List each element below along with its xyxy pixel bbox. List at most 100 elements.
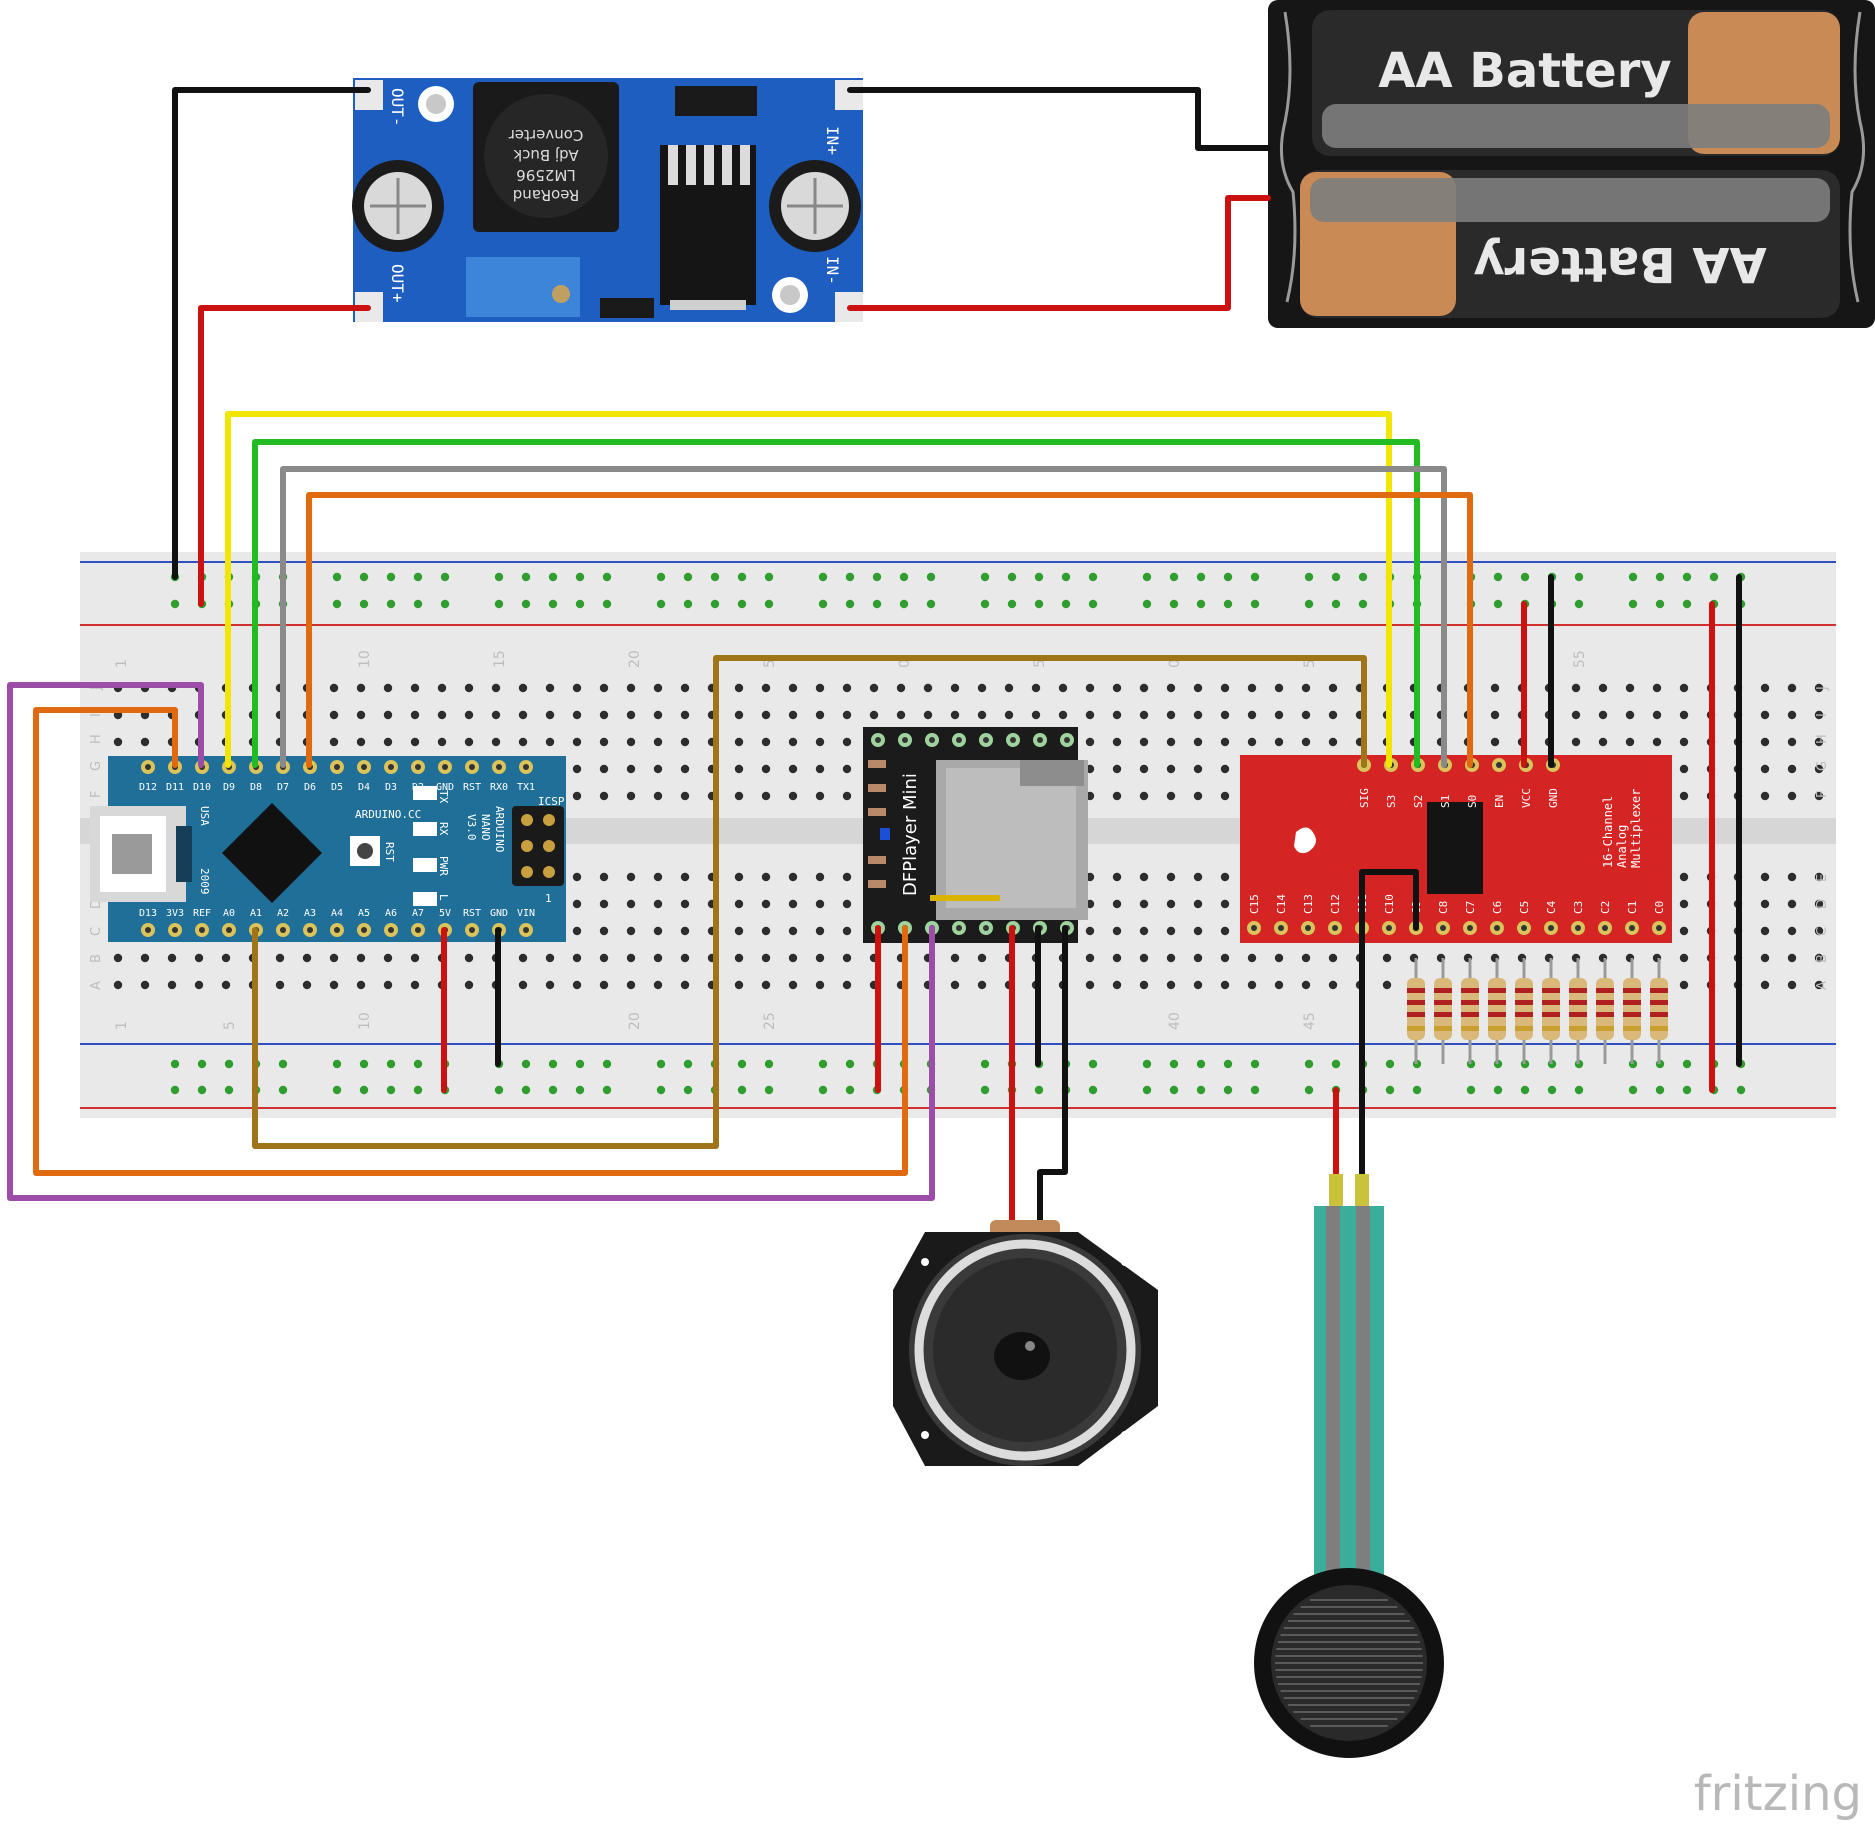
breadboard-hole[interactable]: [734, 872, 744, 882]
breadboard-hole[interactable]: [977, 710, 987, 720]
breadboard-hole[interactable]: [1166, 791, 1176, 801]
rail-hole[interactable]: [1250, 1059, 1260, 1069]
rail-hole[interactable]: [278, 1059, 288, 1069]
breadboard-hole[interactable]: [1760, 791, 1770, 801]
breadboard-hole[interactable]: [788, 872, 798, 882]
breadboard-hole[interactable]: [599, 683, 609, 693]
breadboard-hole[interactable]: [356, 737, 366, 747]
breadboard-hole[interactable]: [761, 872, 771, 882]
breadboard-hole[interactable]: [1679, 764, 1689, 774]
breadboard-hole[interactable]: [1571, 683, 1581, 693]
rail-hole[interactable]: [197, 1059, 207, 1069]
rail-hole[interactable]: [980, 572, 990, 582]
breadboard-hole[interactable]: [1760, 953, 1770, 963]
rail-hole[interactable]: [521, 572, 531, 582]
breadboard-hole[interactable]: [329, 737, 339, 747]
rail-hole[interactable]: [1520, 572, 1530, 582]
rail-hole[interactable]: [1331, 599, 1341, 609]
rail-hole[interactable]: [1682, 1085, 1692, 1095]
breadboard-hole[interactable]: [788, 683, 798, 693]
breadboard-hole[interactable]: [1085, 683, 1095, 693]
breadboard-hole[interactable]: [1814, 926, 1824, 936]
breadboard-hole[interactable]: [653, 899, 663, 909]
rail-hole[interactable]: [1358, 599, 1368, 609]
breadboard-hole[interactable]: [275, 980, 285, 990]
breadboard-hole[interactable]: [950, 710, 960, 720]
breadboard-hole[interactable]: [1112, 926, 1122, 936]
rail-hole[interactable]: [1196, 572, 1206, 582]
rail-hole[interactable]: [575, 599, 585, 609]
rail-hole[interactable]: [1088, 1085, 1098, 1095]
rail-hole[interactable]: [1304, 1085, 1314, 1095]
breadboard-hole[interactable]: [815, 980, 825, 990]
rail-hole[interactable]: [548, 572, 558, 582]
breadboard-hole[interactable]: [626, 764, 636, 774]
breadboard-hole[interactable]: [1814, 737, 1824, 747]
breadboard-hole[interactable]: [653, 872, 663, 882]
breadboard-hole[interactable]: [1652, 683, 1662, 693]
breadboard-hole[interactable]: [1220, 980, 1230, 990]
breadboard-hole[interactable]: [1328, 980, 1338, 990]
breadboard-hole[interactable]: [599, 764, 609, 774]
breadboard-hole[interactable]: [383, 683, 393, 693]
breadboard-hole[interactable]: [1085, 953, 1095, 963]
rail-hole[interactable]: [521, 1085, 531, 1095]
breadboard-hole[interactable]: [1166, 764, 1176, 774]
breadboard-hole[interactable]: [680, 683, 690, 693]
breadboard-hole[interactable]: [356, 953, 366, 963]
breadboard-hole[interactable]: [1490, 710, 1500, 720]
breadboard-hole[interactable]: [1814, 710, 1824, 720]
breadboard-hole[interactable]: [1760, 737, 1770, 747]
breadboard-hole[interactable]: [1166, 980, 1176, 990]
breadboard-hole[interactable]: [1625, 683, 1635, 693]
breadboard-hole[interactable]: [1274, 737, 1284, 747]
rail-hole[interactable]: [494, 1085, 504, 1095]
breadboard-hole[interactable]: [1328, 683, 1338, 693]
breadboard-hole[interactable]: [1031, 710, 1041, 720]
breadboard-hole[interactable]: [1787, 980, 1797, 990]
breadboard-hole[interactable]: [734, 683, 744, 693]
breadboard-hole[interactable]: [1652, 710, 1662, 720]
breadboard-hole[interactable]: [626, 737, 636, 747]
breadboard-hole[interactable]: [1760, 899, 1770, 909]
breadboard-hole[interactable]: [1598, 683, 1608, 693]
breadboard-hole[interactable]: [518, 737, 528, 747]
rail-hole[interactable]: [602, 572, 612, 582]
breadboard-hole[interactable]: [1760, 764, 1770, 774]
rail-hole[interactable]: [1250, 599, 1260, 609]
breadboard-hole[interactable]: [869, 683, 879, 693]
breadboard-hole[interactable]: [329, 710, 339, 720]
breadboard-hole[interactable]: [383, 710, 393, 720]
breadboard-hole[interactable]: [221, 980, 231, 990]
rail-hole[interactable]: [656, 1059, 666, 1069]
rail-hole[interactable]: [1034, 572, 1044, 582]
rail-hole[interactable]: [386, 599, 396, 609]
breadboard-hole[interactable]: [113, 953, 123, 963]
breadboard-hole[interactable]: [1166, 953, 1176, 963]
breadboard-hole[interactable]: [1598, 710, 1608, 720]
breadboard-hole[interactable]: [1139, 899, 1149, 909]
breadboard-hole[interactable]: [1301, 737, 1311, 747]
breadboard-hole[interactable]: [572, 683, 582, 693]
rail-hole[interactable]: [1682, 1059, 1692, 1069]
breadboard-hole[interactable]: [761, 791, 771, 801]
breadboard-hole[interactable]: [815, 872, 825, 882]
breadboard-hole[interactable]: [1139, 764, 1149, 774]
breadboard-hole[interactable]: [329, 683, 339, 693]
rail-hole[interactable]: [1250, 1085, 1260, 1095]
rail-hole[interactable]: [1142, 1085, 1152, 1095]
breadboard-hole[interactable]: [572, 872, 582, 882]
breadboard-hole[interactable]: [1112, 737, 1122, 747]
breadboard-hole[interactable]: [950, 953, 960, 963]
rail-hole[interactable]: [656, 599, 666, 609]
rail-hole[interactable]: [1655, 572, 1665, 582]
breadboard-hole[interactable]: [464, 683, 474, 693]
breadboard-hole[interactable]: [842, 926, 852, 936]
rail-hole[interactable]: [332, 599, 342, 609]
breadboard-hole[interactable]: [464, 710, 474, 720]
breadboard-hole[interactable]: [329, 980, 339, 990]
rail-hole[interactable]: [602, 1085, 612, 1095]
rail-hole[interactable]: [1007, 599, 1017, 609]
breadboard-hole[interactable]: [1787, 683, 1797, 693]
breadboard-hole[interactable]: [1679, 791, 1689, 801]
